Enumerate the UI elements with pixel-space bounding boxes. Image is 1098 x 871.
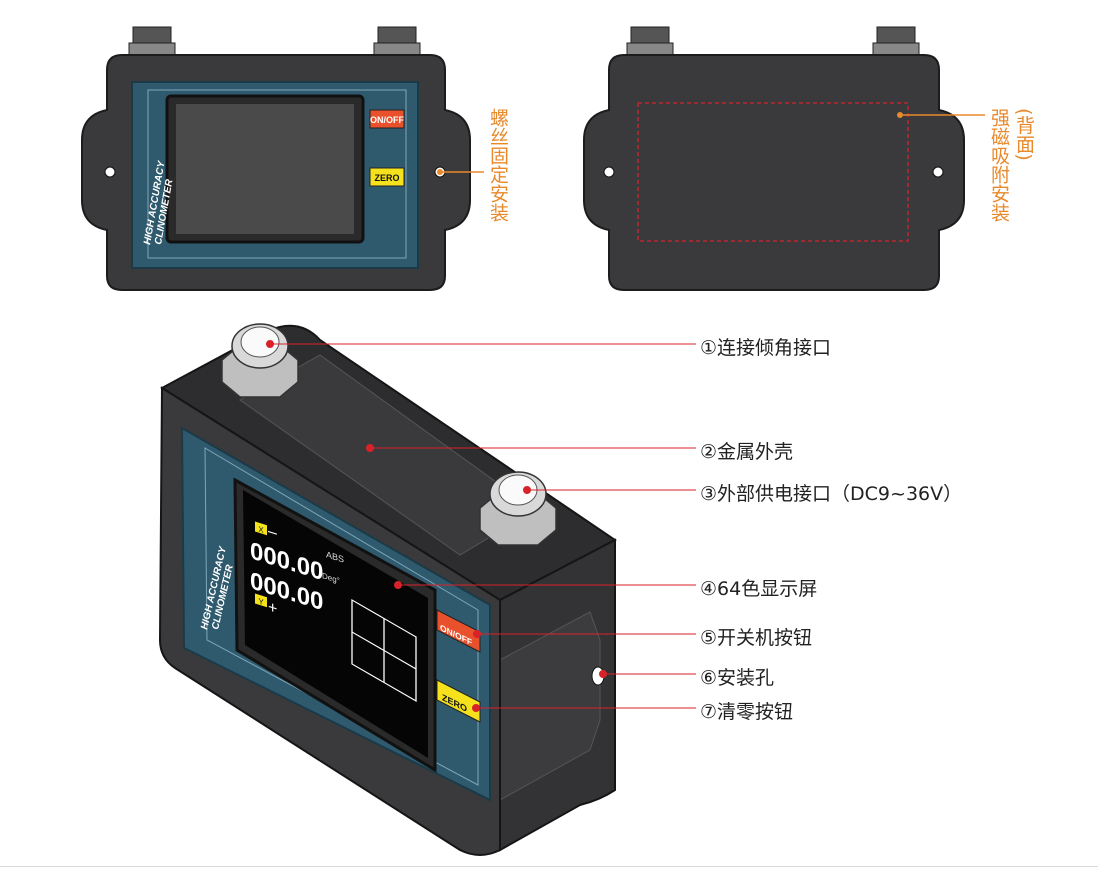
- divider: [0, 866, 1098, 867]
- callout-display: ④64色显示屏: [700, 578, 818, 600]
- back-view-label-paren: (背面): [1013, 108, 1035, 161]
- front-view: ON/OFF ZERO HIGH ACCURACY CLINOMETER: [81, 26, 484, 291]
- iso-on-off-button: [436, 609, 481, 653]
- front-connector-left: [128, 26, 176, 58]
- x-axis-badge: X: [258, 525, 264, 536]
- front-on-off-label: ON/OFF: [370, 115, 404, 125]
- back-connector-right: [872, 26, 920, 58]
- back-view: [583, 26, 985, 291]
- magnet-area: [637, 102, 909, 242]
- callout-connection-port: ①连接倾角接口: [700, 337, 832, 359]
- back-housing: [583, 54, 965, 291]
- iso-zero-button: [436, 679, 481, 723]
- back-view-label: 强磁吸附安装: [988, 108, 1010, 222]
- front-view-label: 螺丝固定安装: [487, 108, 509, 222]
- callout-zero-button: ⑦清零按钮: [700, 701, 794, 723]
- y-sign: +: [268, 598, 277, 618]
- back-mount-hole-left: [603, 166, 615, 178]
- front-zero-label: ZERO: [374, 173, 399, 183]
- front-zero-button: [369, 167, 405, 187]
- callout-power-button: ⑤开关机按钮: [700, 627, 813, 649]
- callout-metal-housing: ②金属外壳: [700, 441, 794, 463]
- front-connector-right: [373, 26, 421, 58]
- front-on-off-button: [369, 109, 405, 129]
- leader-lines: [266, 340, 696, 712]
- back-connector-left: [626, 26, 674, 58]
- iso-connector-1: [221, 323, 299, 398]
- y-axis-badge: Y: [258, 597, 264, 608]
- screen-grid: [351, 598, 417, 702]
- back-mount-hole-right: [932, 166, 944, 178]
- callout-power-port: ③外部供电接口（DC9~36V）: [700, 483, 963, 505]
- iso-connector-3: [479, 471, 557, 546]
- iso-view: X – 000.00 000.00 Y + ABS Deg° HIGH ACCU…: [158, 323, 617, 856]
- callout-mount-hole: ⑥安装孔: [700, 667, 775, 689]
- front-mount-hole-left: [104, 166, 116, 178]
- x-sign: –: [268, 522, 278, 543]
